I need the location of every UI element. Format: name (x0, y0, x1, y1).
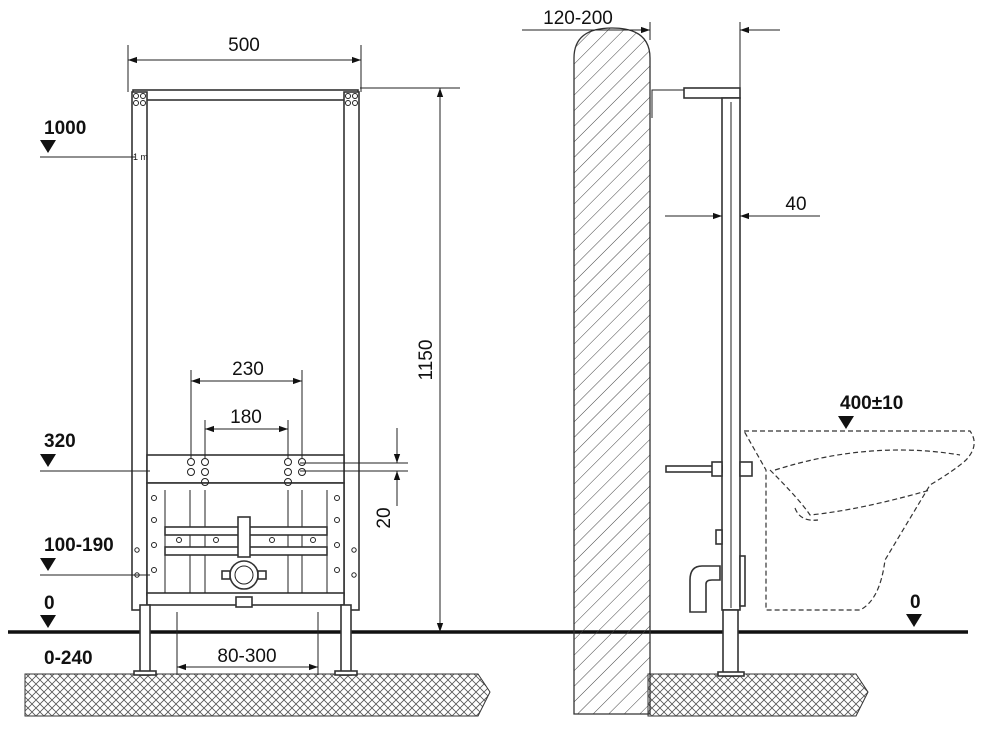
dim-foot-spacing: 80-300 (217, 646, 276, 667)
dim-bowl-height: 400±10 (840, 393, 903, 414)
level-0-right: 0 (910, 592, 921, 613)
frame-right-leg (340, 604, 352, 676)
frame-left-upright (131, 91, 148, 611)
dim-height: 1150 (416, 340, 437, 381)
wall-section (573, 27, 651, 715)
dim-pipe-gap: 20 (374, 507, 395, 528)
front-dimensions: 500 1150 230 180 20 80-300 (127, 35, 460, 671)
bidet-outline (742, 430, 975, 611)
level-markers: 1000 320 100-190 0 0-240 (40, 118, 150, 669)
dim-width: 500 (228, 35, 260, 56)
frame-1m-mark: 1 m (133, 152, 148, 162)
front-frame: 1 m (131, 89, 360, 676)
frame-left-leg (139, 604, 151, 676)
level-0-240: 0-240 (44, 648, 93, 669)
dim-wall-offset: 120-200 (543, 8, 613, 29)
fixing-plate (146, 454, 345, 484)
side-view: 120-200 40 400±10 0 (522, 8, 975, 715)
dim-pipe-inner: 180 (230, 407, 262, 428)
frame-right-upright (343, 91, 360, 611)
level-100-190: 100-190 (44, 535, 114, 556)
dim-frame-depth: 40 (785, 194, 806, 215)
ground-right-hatch (647, 673, 869, 717)
level-0: 0 (44, 593, 55, 614)
level-320: 320 (44, 431, 76, 452)
frame-top-bar (132, 89, 359, 101)
side-frame-leg (722, 609, 739, 677)
drain-pipe (229, 560, 259, 590)
ground-left-hatch (24, 673, 491, 717)
dim-pipe-outer: 230 (232, 359, 264, 380)
level-1000: 1000 (44, 118, 86, 139)
